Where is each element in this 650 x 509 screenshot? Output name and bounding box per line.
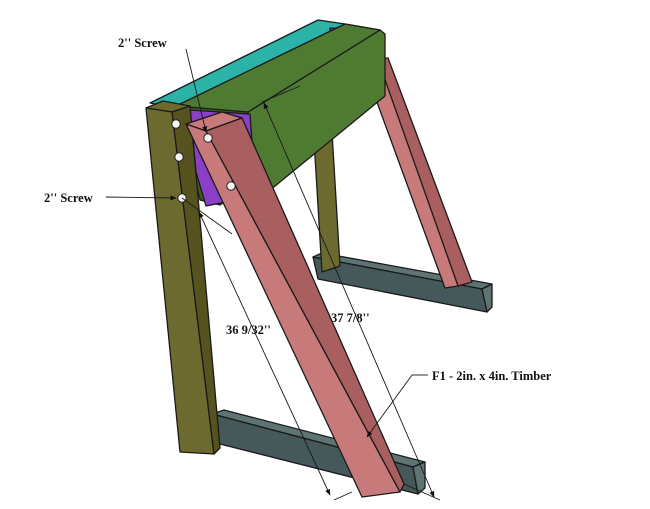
dimension-outer-label: 37 7/8'' (331, 311, 370, 325)
dimension-outer: 37 7/8'' (261, 85, 441, 501)
callout-screw-left: 2'' Screw (44, 191, 177, 205)
screw-holes (171, 119, 236, 203)
back-leg (313, 131, 341, 273)
back-leg-front (313, 131, 341, 273)
box-front-top-edge (175, 23, 381, 113)
callout-part-f1: F1 - 2in. x 4in. Timber (366, 369, 552, 438)
screw-hole (203, 133, 213, 143)
callout-screw-left-label: 2'' Screw (44, 191, 93, 205)
screw-hole (226, 181, 236, 191)
back-foot-end (481, 283, 493, 313)
callout-screw-top: 2'' Screw (118, 36, 208, 133)
screw-hole (174, 152, 184, 162)
screw-hole (171, 119, 181, 129)
dimension-inner-label: 36 9/32'' (226, 323, 271, 337)
callout-part-f1-label: F1 - 2in. x 4in. Timber (432, 369, 552, 383)
callout-screw-top-label: 2'' Screw (118, 36, 167, 50)
